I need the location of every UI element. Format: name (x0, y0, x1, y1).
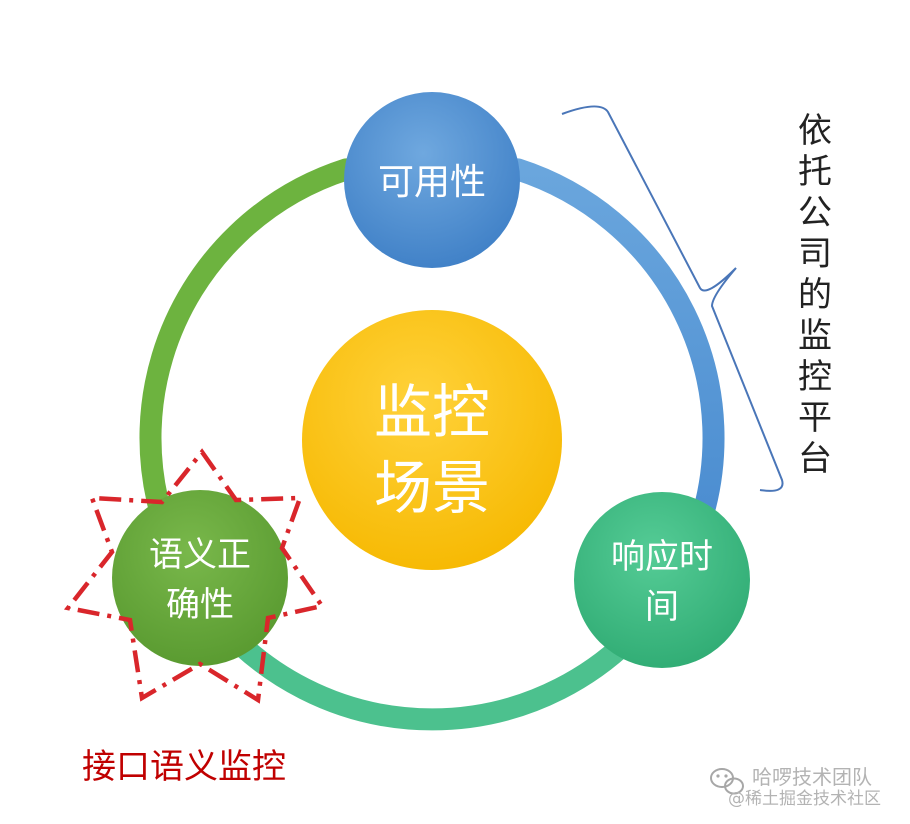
brace-char: 司 (798, 234, 832, 274)
response-time-node (574, 492, 750, 668)
watermark-line2: @稀土掘金技术社区 (728, 789, 881, 809)
brace-char: 的 (798, 275, 832, 315)
center-circle (302, 310, 562, 570)
center-label-line1: 监控 (374, 378, 490, 446)
brace-label: 依 托 公 司 的 监 控 平 台 (798, 111, 832, 479)
center-label-line2: 场景 (374, 454, 490, 522)
semantic-label-line2: 确性 (166, 585, 234, 625)
brace-char: 监 (798, 316, 832, 356)
wechat-icon (710, 768, 744, 795)
brace-char: 平 (798, 398, 832, 438)
watermark: 哈啰技术团队 @稀土掘金技术社区 (710, 765, 881, 809)
availability-node (344, 92, 520, 268)
brace-char: 依 (798, 111, 832, 151)
brace-char: 台 (798, 439, 832, 479)
highlight-star (63, 448, 326, 704)
semantic-node (112, 490, 288, 666)
response-time-label-line1: 响应时 (611, 537, 713, 577)
watermark-line1: 哈啰技术团队 (752, 765, 872, 789)
ring-arc-blue (506, 158, 725, 544)
brace-char: 托 (798, 152, 832, 192)
brace-char: 公 (798, 193, 832, 233)
curly-brace (561, 105, 784, 492)
ring-arc-teal (201, 603, 663, 731)
brace-char: 控 (798, 357, 832, 397)
availability-label: 可用性 (378, 162, 486, 203)
semantic-label-line1: 语义正 (149, 535, 251, 575)
response-time-label-line2: 间 (645, 587, 679, 627)
interface-semantic-label: 接口语义监控 (82, 747, 286, 787)
